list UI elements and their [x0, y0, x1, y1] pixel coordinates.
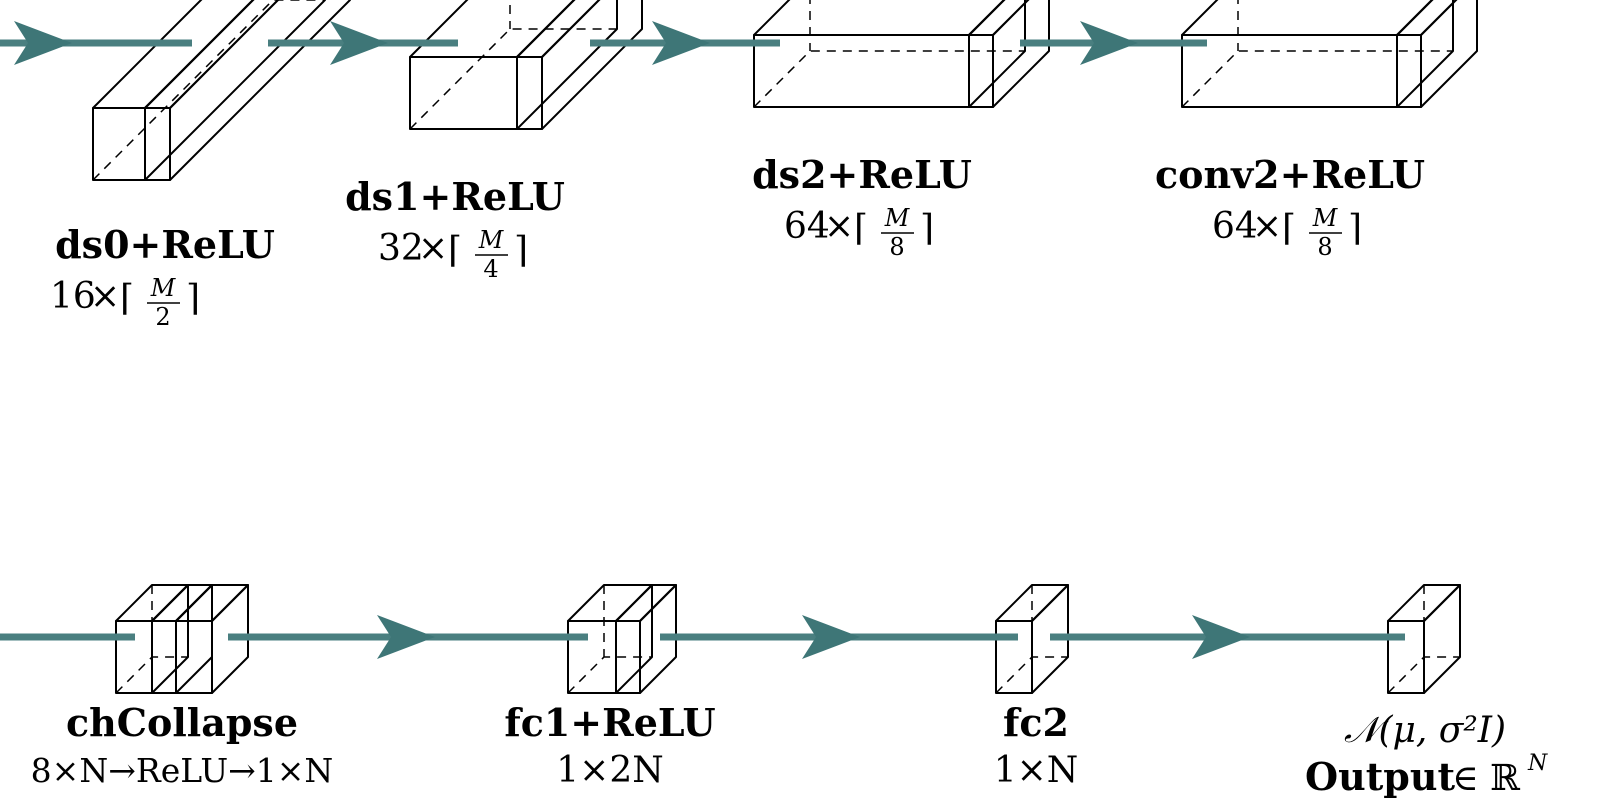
- ds0-title: ds0+ReLU: [55, 222, 275, 267]
- conv2-title: conv2+ReLU: [1155, 152, 1425, 197]
- ds0-conv-slab: [92, 0, 326, 181]
- fc2-title: fc2: [1003, 700, 1069, 745]
- block-ds1: [409, 0, 643, 130]
- fc1-title: fc1+ReLU: [504, 700, 715, 745]
- ds2-ceil-right: ⌉: [920, 208, 934, 249]
- conv2-relu-slab: [1396, 0, 1478, 108]
- output-member: ∈ ℝ: [1452, 758, 1521, 799]
- ds0-dim-times: ×: [90, 276, 120, 317]
- output-member-sup: N: [1527, 751, 1548, 776]
- ds0-relu-slab: [144, 0, 351, 181]
- conv2-conv-slab: [1181, 0, 1454, 108]
- ds1-conv-slab: [409, 0, 618, 130]
- ds1-dim-times: ×: [418, 228, 448, 269]
- fc1-relu-slab: [615, 584, 677, 694]
- ds2-dim-count: 64: [784, 206, 830, 247]
- labels: ds0+ReLU 16 × ⌈ M 2 ⌉ ds1+ReLU 32 × ⌈ M: [31, 152, 1548, 799]
- arrow-top-1: [14, 21, 72, 65]
- conv2-frac-num: M: [1312, 204, 1339, 232]
- ds2-dim-times: ×: [824, 206, 854, 247]
- chcollapse-dim: 8×N→ReLU→1×N: [31, 751, 334, 790]
- block-fc2: [995, 584, 1069, 694]
- ds2-relu-slab: [968, 0, 1050, 108]
- fc2-fc-slab: [995, 584, 1069, 694]
- chcollapse-fc-slab-b: [175, 584, 249, 694]
- conv2-ceil-right: ⌉: [1348, 208, 1362, 249]
- ds2-frac-den: 8: [889, 233, 904, 261]
- output-title: Output: [1305, 754, 1455, 799]
- arrow-bottom-3: [802, 615, 860, 659]
- ds2-dim: 64 × ⌈ M 8 ⌉: [784, 204, 934, 261]
- blocks: [92, 0, 1478, 694]
- ds0-dim: 16 × ⌈ M 2 ⌉: [50, 274, 200, 331]
- label-fc1: fc1+ReLU 1×2N: [504, 700, 715, 791]
- arrow-bottom-2: [377, 615, 435, 659]
- ds2-ceil-left: ⌈: [854, 208, 868, 249]
- conv2-dim-times: ×: [1252, 206, 1282, 247]
- block-fc1: [567, 584, 677, 694]
- block-conv2: [1181, 0, 1478, 108]
- output-distribution: 𝒩(μ, σ²I): [1344, 710, 1506, 751]
- ds0-frac-num: M: [150, 274, 177, 302]
- conv2-frac-den: 8: [1317, 233, 1332, 261]
- ds0-dim-count: 16: [50, 276, 96, 317]
- label-ds2: ds2+ReLU 64 × ⌈ M 8 ⌉: [752, 152, 972, 261]
- conv2-dim: 64 × ⌈ M 8 ⌉: [1212, 204, 1362, 261]
- label-chcollapse: chCollapse 8×N→ReLU→1×N: [31, 700, 334, 790]
- chcollapse-relu-slab: [151, 584, 213, 694]
- arrow-top-4: [1080, 21, 1138, 65]
- fc1-dim: 1×2N: [556, 750, 663, 791]
- ds2-frac-num: M: [884, 204, 911, 232]
- block-ds0: [92, 0, 351, 181]
- block-ds2: [753, 0, 1050, 108]
- ds1-frac-den: 4: [483, 255, 498, 283]
- ds1-title: ds1+ReLU: [345, 174, 565, 219]
- label-ds1: ds1+ReLU 32 × ⌈ M 4 ⌉: [345, 174, 565, 283]
- arrow-bottom-4: [1192, 615, 1250, 659]
- ds1-dim: 32 × ⌈ M 4 ⌉: [378, 226, 528, 283]
- chcollapse-title: chCollapse: [66, 700, 298, 745]
- label-output: 𝒩(μ, σ²I) Output ∈ ℝ N: [1305, 710, 1548, 799]
- connectors: [0, 21, 1405, 659]
- ds1-ceil-left: ⌈: [448, 230, 462, 271]
- block-chcollapse: [115, 584, 249, 694]
- ds1-dim-count: 32: [378, 228, 424, 269]
- ds0-frac-den: 2: [155, 303, 170, 331]
- ds1-ceil-right: ⌉: [514, 230, 528, 271]
- label-fc2: fc2 1×N: [994, 700, 1079, 791]
- ds1-relu-slab: [516, 0, 643, 130]
- arrow-top-3: [652, 21, 710, 65]
- ds0-ceil-right: ⌉: [186, 278, 200, 319]
- conv2-dim-count: 64: [1212, 206, 1258, 247]
- block-output: [1387, 584, 1461, 694]
- fc2-dim: 1×N: [994, 750, 1079, 791]
- conv2-ceil-left: ⌈: [1282, 208, 1296, 249]
- label-conv2: conv2+ReLU 64 × ⌈ M 8 ⌉: [1155, 152, 1425, 261]
- ds1-frac-num: M: [478, 226, 505, 254]
- arrow-top-2: [330, 21, 388, 65]
- label-ds0: ds0+ReLU 16 × ⌈ M 2 ⌉: [50, 222, 275, 331]
- ds2-title: ds2+ReLU: [752, 152, 972, 197]
- ds0-ceil-left: ⌈: [120, 278, 134, 319]
- ds2-conv-slab: [753, 0, 1026, 108]
- output-slab: [1387, 584, 1461, 694]
